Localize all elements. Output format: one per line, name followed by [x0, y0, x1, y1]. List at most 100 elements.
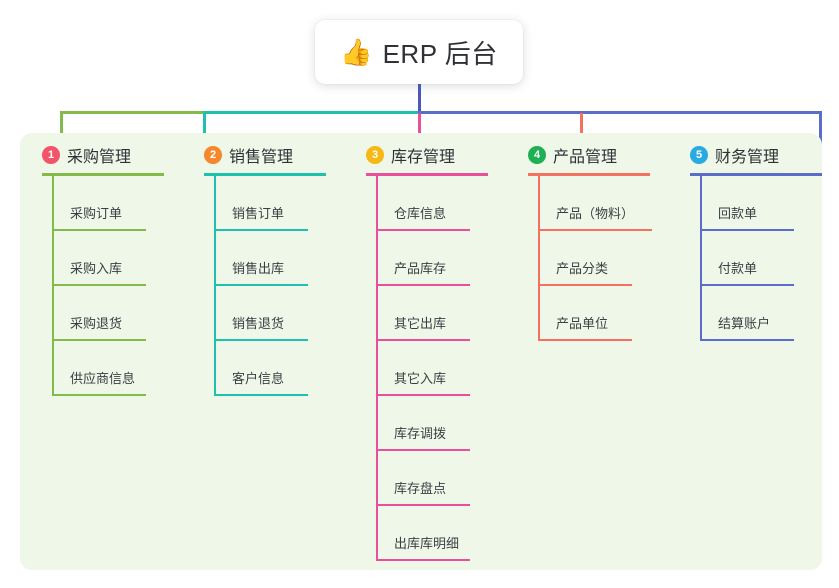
submodule-list: 采购订单采购入库采购退货供应商信息 — [52, 176, 146, 396]
submodule-underline — [540, 339, 632, 341]
submodule-label: 采购订单 — [70, 206, 123, 221]
submodule-underline — [378, 449, 470, 451]
submodule-label: 产品分类 — [556, 261, 609, 276]
submodule-item[interactable]: 销售退货 — [214, 286, 308, 341]
submodule-item[interactable]: 库存调拨 — [376, 396, 470, 451]
module-title: 财务管理 — [715, 149, 780, 166]
submodule-label: 库存盘点 — [394, 481, 447, 496]
submodule-label: 库存调拨 — [394, 426, 447, 441]
submodule-label: 采购入库 — [70, 261, 123, 276]
submodule-item[interactable]: 出库库明细 — [376, 506, 470, 561]
module-title: 采购管理 — [67, 149, 132, 166]
submodule-label: 结算账户 — [718, 316, 771, 331]
submodule-underline — [378, 394, 470, 396]
module-number-badge: 1 — [42, 146, 60, 164]
module-number-badge: 4 — [528, 146, 546, 164]
module-title: 库存管理 — [391, 149, 456, 166]
module-header-4[interactable]: 4 产品管理 — [528, 142, 617, 168]
submodule-item[interactable]: 产品库存 — [376, 231, 470, 286]
submodule-label: 出库库明细 — [394, 536, 460, 551]
submodule-label: 供应商信息 — [70, 371, 136, 386]
submodule-item[interactable]: 采购退货 — [52, 286, 146, 341]
submodule-item[interactable]: 产品（物料） — [538, 176, 652, 231]
module-number-badge: 5 — [690, 146, 708, 164]
submodule-item[interactable]: 客户信息 — [214, 341, 308, 396]
root-node-erp-backend[interactable]: 👍 ERP 后台 — [315, 20, 523, 84]
submodule-underline — [216, 229, 308, 231]
connector-drop-2 — [203, 113, 206, 146]
submodule-label: 产品单位 — [556, 316, 609, 331]
connector-drop-3 — [418, 113, 421, 146]
submodule-list: 回款单付款单结算账户 — [700, 176, 794, 341]
submodule-label: 销售出库 — [232, 261, 285, 276]
submodule-list: 仓库信息产品库存其它出库其它入库库存调拨库存盘点出库库明细 — [376, 176, 470, 561]
submodule-label: 产品（物料） — [556, 206, 635, 221]
thumbs-up-icon: 👍 — [340, 37, 373, 67]
connector-drop-4 — [580, 113, 583, 146]
submodule-label: 付款单 — [718, 261, 758, 276]
submodule-underline — [216, 284, 308, 286]
submodule-label: 仓库信息 — [394, 206, 447, 221]
module-header-rule — [366, 173, 488, 176]
submodule-item[interactable]: 其它入库 — [376, 341, 470, 396]
submodule-list: 产品（物料） 产品分类产品单位 — [538, 176, 652, 341]
module-header-rule — [204, 173, 326, 176]
submodule-item[interactable]: 仓库信息 — [376, 176, 470, 231]
submodule-label: 回款单 — [718, 206, 758, 221]
submodule-underline — [378, 504, 470, 506]
submodule-underline — [216, 394, 308, 396]
submodule-underline — [216, 339, 308, 341]
module-title: 销售管理 — [229, 149, 294, 166]
submodule-underline — [378, 339, 470, 341]
trunk-connector — [418, 84, 421, 113]
submodule-list: 销售订单销售出库销售退货客户信息 — [214, 176, 308, 396]
module-header-rule — [690, 173, 822, 176]
module-header-5[interactable]: 5 财务管理 — [690, 142, 779, 168]
module-header-1[interactable]: 1 采购管理 — [42, 142, 131, 168]
submodule-underline — [54, 339, 146, 341]
submodule-item[interactable]: 销售订单 — [214, 176, 308, 231]
module-number-badge: 2 — [204, 146, 222, 164]
submodule-item[interactable]: 付款单 — [700, 231, 794, 286]
connector-drop-1 — [60, 113, 63, 146]
submodule-label: 其它入库 — [394, 371, 447, 386]
submodule-label: 产品库存 — [394, 261, 447, 276]
modules-panel: 1 采购管理采购订单采购入库采购退货供应商信息 2 销售管理销售订单销售出库销售退货客… — [20, 133, 822, 570]
module-header-rule — [42, 173, 164, 176]
submodule-underline — [702, 229, 794, 231]
submodule-item[interactable]: 供应商信息 — [52, 341, 146, 396]
submodule-item[interactable]: 产品分类 — [538, 231, 632, 286]
submodule-item[interactable]: 采购入库 — [52, 231, 146, 286]
module-header-3[interactable]: 3 库存管理 — [366, 142, 455, 168]
module-header-rule — [528, 173, 650, 176]
submodule-item[interactable]: 结算账户 — [700, 286, 794, 341]
submodule-underline — [378, 559, 470, 561]
submodule-label: 采购退货 — [70, 316, 123, 331]
submodule-item[interactable]: 采购订单 — [52, 176, 146, 231]
connector-bar-segment — [60, 111, 205, 114]
submodule-underline — [54, 394, 146, 396]
connector-bar-segment — [203, 111, 418, 114]
module-title: 产品管理 — [553, 149, 618, 166]
connector-bar-segment — [418, 111, 822, 114]
module-number-badge: 3 — [366, 146, 384, 164]
submodule-item[interactable]: 其它出库 — [376, 286, 470, 341]
module-header-2[interactable]: 2 销售管理 — [204, 142, 293, 168]
submodule-underline — [378, 229, 470, 231]
submodule-item[interactable]: 产品单位 — [538, 286, 632, 341]
submodule-underline — [540, 229, 652, 231]
submodule-label: 客户信息 — [232, 371, 285, 386]
submodule-item[interactable]: 库存盘点 — [376, 451, 470, 506]
submodule-label: 销售订单 — [232, 206, 285, 221]
submodule-underline — [702, 284, 794, 286]
submodule-underline — [378, 284, 470, 286]
submodule-label: 销售退货 — [232, 316, 285, 331]
submodule-item[interactable]: 回款单 — [700, 176, 794, 231]
submodule-label: 其它出库 — [394, 316, 447, 331]
connector-drop-5 — [819, 113, 822, 146]
submodule-underline — [54, 229, 146, 231]
submodule-item[interactable]: 销售出库 — [214, 231, 308, 286]
submodule-underline — [54, 284, 146, 286]
submodule-underline — [702, 339, 794, 341]
